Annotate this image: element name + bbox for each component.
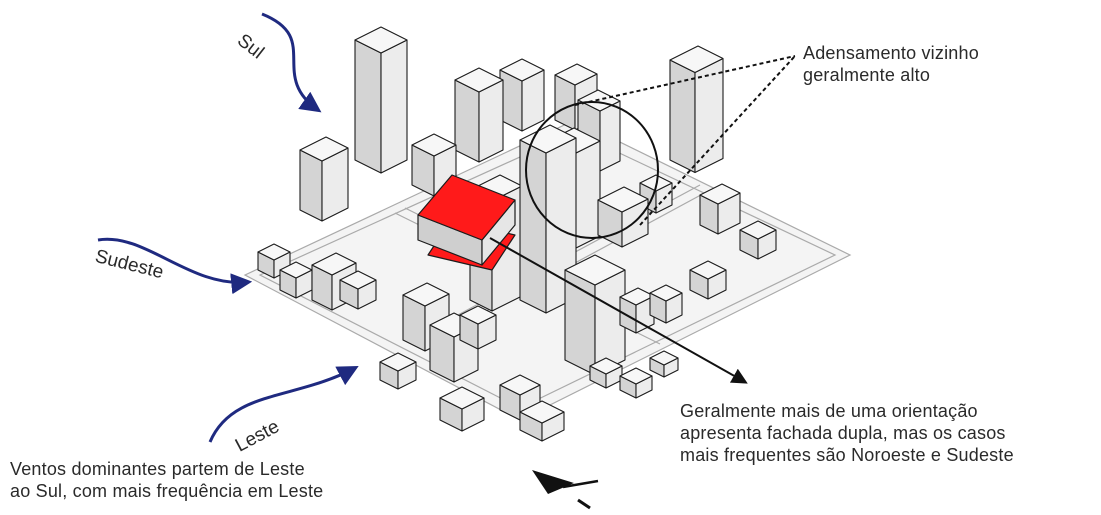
- building-face: [379, 352, 417, 372]
- building-face: [699, 183, 741, 205]
- building-face: [669, 45, 724, 74]
- building-face: [459, 305, 497, 325]
- north-arrow-icon: [532, 470, 599, 510]
- building-face: [564, 254, 626, 286]
- orientation-pointer-line: [489, 237, 748, 384]
- highlighted-building: [417, 174, 516, 271]
- orientation-note: Geralmente mais de uma orientação aprese…: [680, 401, 1014, 465]
- building-face: [694, 57, 724, 174]
- building-face: [619, 367, 653, 385]
- building-face: [739, 220, 777, 240]
- building-face: [554, 63, 598, 86]
- wind-arrow-leste: [208, 366, 359, 443]
- building-face: [589, 357, 623, 375]
- building-face: [519, 139, 547, 314]
- building-face: [454, 79, 480, 163]
- building-face: [339, 270, 377, 290]
- winds-note: Ventos dominantes partem de Leste ao Sul…: [10, 459, 324, 501]
- building-face: [299, 136, 349, 162]
- neighbor-density-note: Adensamento vizinho geralmente alto: [803, 43, 979, 85]
- building-face: [564, 269, 596, 376]
- building-face: [478, 79, 504, 163]
- building-face: [649, 350, 679, 366]
- neighbor-pointer-line-2: [639, 55, 796, 226]
- building-face: [597, 186, 649, 213]
- building-face: [499, 58, 545, 82]
- building-face: [689, 260, 727, 280]
- building-face: [354, 39, 382, 174]
- building-face: [311, 252, 357, 276]
- building-face: [669, 59, 696, 174]
- neighbor-pointer-line-1: [574, 55, 796, 106]
- buildings-group: [257, 26, 777, 442]
- building-face: [599, 100, 621, 172]
- wind-arrow-sudeste: [97, 237, 253, 295]
- building-face: [519, 124, 577, 154]
- building-face: [649, 284, 683, 302]
- building-face: [354, 26, 408, 54]
- building-face: [402, 282, 450, 307]
- building-face: [519, 400, 565, 424]
- building-face: [439, 386, 485, 410]
- wind-arrow-sul: [261, 12, 322, 113]
- building-face: [411, 133, 457, 157]
- building-face: [299, 149, 323, 222]
- building-face: [499, 374, 541, 396]
- building-face: [257, 243, 291, 261]
- building-face: [454, 67, 504, 93]
- building-face: [380, 39, 408, 174]
